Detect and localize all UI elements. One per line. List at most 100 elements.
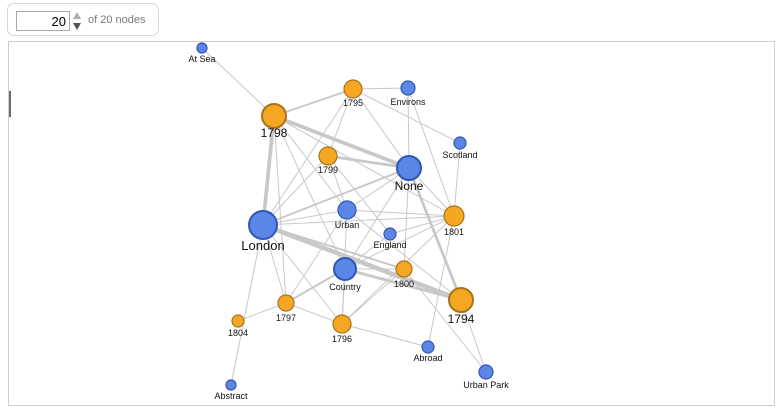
edge-country-1794 <box>343 267 463 302</box>
edge-1795-scotland <box>352 88 461 144</box>
node-circle-none[interactable] <box>396 155 422 181</box>
node-abroad[interactable]: Abroad <box>413 340 443 363</box>
node-1804[interactable]: 1804 <box>228 314 248 338</box>
node-label-1801: 1801 <box>444 227 464 237</box>
node-circle-1804[interactable] <box>231 314 245 328</box>
node-1796[interactable]: 1796 <box>332 314 352 344</box>
node-1794[interactable]: 1794 <box>448 287 475 326</box>
node-label-1794: 1794 <box>448 312 475 326</box>
node-1799[interactable]: 1799 <box>318 146 338 175</box>
edge-london-1794 <box>260 222 464 303</box>
node-circle-1795[interactable] <box>343 79 363 99</box>
node-count-toolbar: of 20 nodes <box>7 3 159 36</box>
node-label-1798: 1798 <box>261 126 288 140</box>
edge-1798-country <box>273 115 346 270</box>
node-circle-london[interactable] <box>248 210 278 240</box>
edge-1799-london <box>262 155 329 226</box>
edge-1801-abroad <box>427 215 455 348</box>
canvas-edge-handle <box>9 91 11 117</box>
node-circle-scotland[interactable] <box>453 136 467 150</box>
edge-1798-1797 <box>273 115 287 304</box>
edge-environs-none <box>407 87 410 169</box>
node-1797[interactable]: 1797 <box>276 294 296 323</box>
edge-none-country <box>344 167 410 270</box>
node-label-none: None <box>395 179 424 193</box>
node-circle-abstract[interactable] <box>225 379 237 391</box>
node-circle-1799[interactable] <box>318 146 338 166</box>
edge-1800-1796 <box>341 268 405 325</box>
node-label-1796: 1796 <box>332 334 352 344</box>
edge-1795-none <box>352 88 410 169</box>
node-circle-england[interactable] <box>383 227 397 241</box>
node-urban_park[interactable]: Urban Park <box>463 364 509 390</box>
node-circle-abroad[interactable] <box>421 340 435 354</box>
node-london[interactable]: London <box>241 210 285 253</box>
node-circle-country[interactable] <box>333 257 357 281</box>
node-label-country: Country <box>329 282 361 292</box>
node-circle-1800[interactable] <box>395 260 413 278</box>
node-circle-urban[interactable] <box>337 200 357 220</box>
node-count-spinner[interactable] <box>73 10 83 32</box>
edges-layer <box>201 47 487 386</box>
node-circle-environs[interactable] <box>400 80 416 96</box>
node-label-1797: 1797 <box>276 313 296 323</box>
node-label-1804: 1804 <box>228 328 248 338</box>
node-circle-1798[interactable] <box>261 103 287 129</box>
edge-urban-1794 <box>346 209 462 301</box>
node-circle-1801[interactable] <box>443 205 465 227</box>
node-1801[interactable]: 1801 <box>443 205 465 237</box>
edge-1798-urban <box>273 115 348 211</box>
node-abstract[interactable]: Abstract <box>214 379 248 401</box>
node-country[interactable]: Country <box>329 257 361 292</box>
spin-down-icon[interactable] <box>73 23 81 30</box>
node-england[interactable]: England <box>373 227 407 250</box>
node-label-urban: Urban <box>335 220 360 230</box>
node-label-1795: 1795 <box>343 98 363 108</box>
node-circle-urban_park[interactable] <box>478 364 494 380</box>
edge-none-london <box>262 167 410 226</box>
node-circle-at_sea[interactable] <box>196 42 208 54</box>
node-circle-1797[interactable] <box>277 294 295 312</box>
edge-1801-country <box>344 215 455 270</box>
node-label-abstract: Abstract <box>214 391 248 401</box>
node-urban[interactable]: Urban <box>335 200 360 230</box>
edge-urban-1801 <box>346 209 455 217</box>
node-1795[interactable]: 1795 <box>343 79 363 108</box>
node-count-input[interactable] <box>16 11 70 31</box>
node-label-england: England <box>373 240 406 250</box>
node-label-abroad: Abroad <box>413 353 442 363</box>
edge-environs-1801 <box>407 87 455 217</box>
edge-1798-1795 <box>273 88 354 117</box>
node-1798[interactable]: 1798 <box>261 103 288 140</box>
node-none[interactable]: None <box>395 155 424 193</box>
node-circle-1796[interactable] <box>332 314 352 334</box>
spin-up-icon[interactable] <box>73 12 81 19</box>
edge-scotland-1801 <box>453 142 461 217</box>
node-environs[interactable]: Environs <box>390 80 426 107</box>
node-count-label: of 20 nodes <box>88 14 146 26</box>
node-label-london: London <box>241 238 284 253</box>
edge-london-abstract <box>230 224 264 386</box>
edge-1795-1799 <box>327 88 354 157</box>
edge-1798-none <box>272 114 411 170</box>
node-label-at_sea: At Sea <box>188 54 215 64</box>
node-circle-1794[interactable] <box>448 287 474 313</box>
node-scotland[interactable]: Scotland <box>442 136 478 160</box>
edge-1796-1797 <box>285 302 343 325</box>
edge-at_sea-1798 <box>201 47 275 117</box>
node-label-scotland: Scotland <box>442 150 477 160</box>
edge-1798-1801 <box>273 115 455 217</box>
edge-none-1799 <box>326 154 411 170</box>
node-at_sea[interactable]: At Sea <box>188 42 216 64</box>
node-label-1800: 1800 <box>394 279 414 289</box>
edge-urban-1797 <box>285 209 348 304</box>
edge-london-1800 <box>262 224 405 270</box>
edge-1796-abroad <box>341 323 429 348</box>
node-1800[interactable]: 1800 <box>394 260 414 289</box>
edge-1799-england <box>327 155 391 235</box>
edge-london-1801 <box>262 215 455 226</box>
node-label-urban_park: Urban Park <box>463 380 509 390</box>
